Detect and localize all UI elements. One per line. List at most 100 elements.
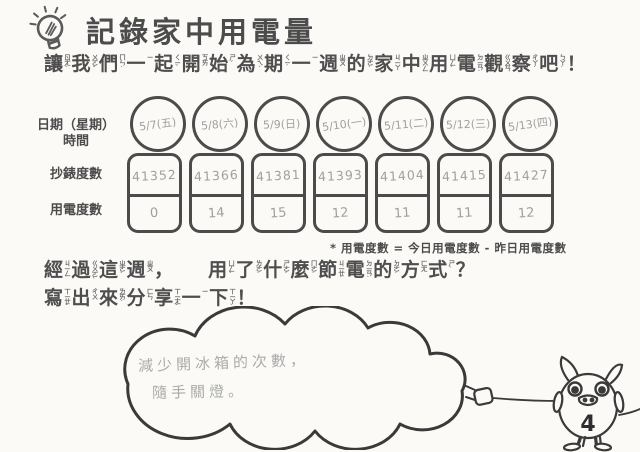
char-with-zhuyin: 一ㄧ [181, 287, 209, 309]
mascot-left-ear [559, 355, 580, 382]
meter-reading-cell: 41381 [254, 156, 303, 197]
char-with-zhuyin: 們ㄇㄣ˙ [99, 53, 126, 75]
mascot-right-foot [593, 442, 613, 452]
date-handwriting: 5/10(一) [321, 114, 367, 135]
char-with-zhuyin: 的ㄉㄜ˙ [373, 259, 400, 281]
usage-handwriting: 11 [393, 205, 412, 222]
char-with-zhuyin: 期ㄑㄧˊ [264, 53, 291, 75]
date-circle: 5/11(二) [378, 96, 434, 152]
date-handwriting: 5/11(二) [383, 116, 429, 133]
usage-cell: 12 [316, 197, 365, 230]
answer-cloud [123, 306, 467, 450]
row-label-date-line2: 時間 [62, 134, 89, 150]
char-with-zhuyin: 這ㄓㄜˋ [99, 259, 126, 281]
char-with-zhuyin: ？ [455, 259, 475, 281]
char-with-zhuyin: 吧ㄅㄚ˙ [539, 53, 566, 75]
char-with-zhuyin: 起ㄑㄧˇ [154, 53, 181, 75]
char-with-zhuyin: 節ㄐㄧㄝˊ [318, 259, 345, 283]
row-label-usage: 用電度數 [49, 203, 102, 218]
mascot-tail-line [618, 408, 640, 416]
reading-cell-column: 41352 0 [127, 153, 182, 233]
mascot-right-eye [594, 381, 610, 397]
date-handwriting: 5/13(四) [507, 114, 553, 135]
char-with-zhuyin: 麼ㄇㄜ˙ [290, 259, 318, 281]
date-circle: 5/7(五) [130, 96, 186, 152]
date-handwriting: 5/9(日) [263, 117, 301, 132]
char-with-zhuyin: 過ㄍㄨㄛˋ [71, 259, 99, 284]
usage-handwriting: 15 [269, 205, 288, 222]
char-with-zhuyin: 週ㄓㄡ [126, 259, 154, 281]
usage-handwriting: 0 [149, 205, 160, 222]
char-with-zhuyin: 電ㄉㄧㄢˋ [345, 259, 373, 283]
char-with-zhuyin: 經ㄐㄧㄥ [44, 259, 71, 281]
answer-handwriting-line2: 隨手關燈。 [151, 382, 248, 402]
meter-reading-handwriting: 41352 [131, 166, 178, 184]
date-circle: 5/13(四) [502, 96, 558, 152]
row-label-date-line1: 日期（星期） [36, 118, 115, 133]
mascot-left-arm [552, 391, 564, 413]
char-with-zhuyin: 一ㄧ [126, 53, 154, 75]
char-with-zhuyin: 觀ㄍㄨㄢ [484, 53, 511, 75]
char-with-zhuyin: 開ㄎㄞ [181, 53, 209, 75]
mascot-badge-number: 4 [580, 412, 595, 437]
meter-reading-handwriting: 41415 [441, 166, 488, 184]
char-with-zhuyin: 為ㄨㄟˊ [236, 53, 264, 75]
char-with-zhuyin [181, 259, 208, 283]
date-handwriting: 5/12(三) [445, 117, 491, 132]
usage-cell: 11 [440, 197, 489, 230]
date-handwriting: 5/8(六) [200, 116, 240, 133]
meter-reading-cell: 41393 [316, 156, 365, 197]
usage-cell: 14 [192, 197, 241, 230]
char-with-zhuyin: 讓ㄖㄤˋ [44, 53, 71, 75]
usage-handwriting: 12 [517, 205, 536, 222]
usage-cell: 15 [254, 197, 303, 230]
char-with-zhuyin: 家ㄐㄧㄚ [374, 53, 401, 75]
date-circle: 5/10(一) [316, 96, 372, 152]
meter-reading-cell: 41352 [130, 156, 179, 197]
lightbulb-icon [29, 5, 67, 50]
char-with-zhuyin: 電ㄉㄧㄢˋ [456, 53, 484, 77]
reading-cell-column: 41415 11 [437, 153, 492, 233]
char-with-zhuyin: 分ㄈㄣ [126, 287, 154, 309]
row-label-date: 日期（星期） 時間 [28, 118, 124, 151]
mascot-right-arm [613, 391, 625, 413]
usage-cell: 11 [378, 197, 427, 230]
meter-reading-handwriting: 41366 [193, 166, 240, 184]
char-with-zhuyin: 察ㄔㄚˊ [511, 53, 539, 75]
char-with-zhuyin: 一ㄧ [291, 53, 319, 75]
meter-reading-cell: 41366 [192, 156, 241, 197]
char-with-zhuyin: 下ㄒㄧㄚˋ [209, 287, 236, 311]
date-circle: 5/12(三) [440, 96, 496, 152]
char-with-zhuyin: 享ㄒㄧㄤˇ [154, 287, 181, 311]
power-cord [492, 397, 562, 402]
char-with-zhuyin: 寫ㄒㄧㄝˇ [44, 287, 71, 311]
meter-reading-handwriting: 41404 [379, 166, 426, 184]
mascot-right-ear [604, 363, 624, 385]
mascot-left-eye [567, 381, 583, 397]
char-with-zhuyin: 用ㄩㄥˋ [429, 53, 456, 75]
title-row: 記錄家中用電量 [24, 5, 317, 55]
char-with-zhuyin: 出ㄔㄨ [71, 287, 99, 309]
char-with-zhuyin: 週ㄓㄡ [319, 53, 346, 75]
reading-cell-column: 41404 11 [375, 153, 430, 233]
reading-cell-column: 41366 14 [189, 153, 244, 233]
usage-cell: 12 [502, 197, 551, 230]
char-with-zhuyin: 中ㄓㄨㄥ [401, 53, 429, 75]
char-with-zhuyin: 的ㄉㄜ˙ [346, 53, 374, 75]
char-with-zhuyin: 我ㄨㄛˇ [71, 53, 99, 75]
meter-reading-cell: 41404 [378, 156, 427, 197]
char-with-zhuyin: 來ㄌㄞˊ [99, 287, 126, 309]
usage-cell: 0 [130, 197, 179, 230]
char-with-zhuyin: ！ [566, 53, 586, 75]
date-handwriting: 5/7(五) [138, 115, 178, 134]
reading-cell-column: 41427 12 [499, 153, 554, 233]
row-label-meter: 抄錶度數 [49, 167, 102, 182]
char-with-zhuyin: 方ㄈㄤ [400, 259, 428, 281]
char-with-zhuyin: 了ㄌㄜ˙ [235, 259, 263, 281]
meter-reading-handwriting: 41427 [503, 166, 550, 184]
char-with-zhuyin: ， [154, 259, 174, 281]
